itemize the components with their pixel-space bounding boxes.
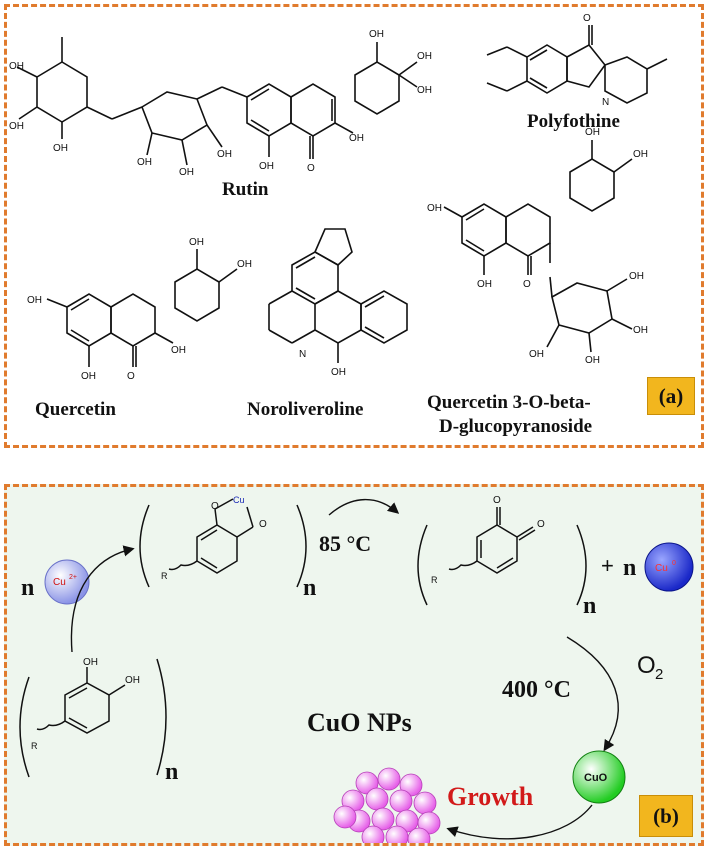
temperature-85: 85 °C: [319, 531, 371, 556]
atom-label: O: [583, 13, 591, 24]
atom-label: OH: [9, 121, 24, 132]
rutin-label: Rutin: [222, 179, 269, 200]
atom-label: OH: [633, 325, 648, 336]
complex-o-label: O: [211, 501, 219, 512]
cuo-nps-label: CuO NPs: [307, 708, 412, 737]
plus-sign: +: [601, 553, 614, 578]
complex-cu-label: Cu: [233, 495, 245, 505]
quinone-polymer: [417, 507, 587, 606]
atom-label: OH: [81, 371, 96, 382]
cuo-nanoparticle-cluster: [333, 767, 441, 843]
panel-b-mechanism: n Cu 2+ O O Cu R n 85 °C: [4, 484, 704, 846]
stoich-n: n: [21, 575, 34, 601]
quercetin-structure: [46, 249, 238, 367]
atom-label: OH: [369, 29, 384, 40]
atom-label: O: [523, 279, 531, 290]
stoich-n: n: [165, 759, 178, 785]
atom-label: OH: [27, 295, 42, 306]
cu-catechol-complex: [139, 498, 307, 588]
calcination-arrow: [566, 636, 619, 752]
quercetin-glucoside-structure: [443, 140, 633, 353]
atom-label: OH: [189, 237, 204, 248]
atom-label: OH: [477, 279, 492, 290]
r-group-label: R: [31, 741, 38, 751]
catechol-polymer: [19, 658, 167, 778]
atom-label: OH: [633, 149, 648, 160]
cu2-charge: 2+: [69, 574, 77, 581]
r-group-label: R: [161, 571, 168, 581]
atom-label: OH: [629, 271, 644, 282]
cu0-sphere: [644, 542, 694, 592]
atom-label: OH: [585, 355, 600, 366]
atom-label: OH: [137, 157, 152, 168]
quinone-o-label: O: [537, 519, 545, 530]
atom-label: OH: [53, 143, 68, 154]
atom-label: N: [602, 97, 609, 108]
atom-label: OH: [331, 367, 346, 378]
stoich-n: n: [583, 593, 596, 619]
atom-label: N: [299, 349, 306, 360]
cu0-charge: 0: [672, 560, 676, 567]
heating-arrow: [328, 498, 400, 516]
quercetin-glucoside-label-line2: D-glucopyranoside: [439, 416, 593, 437]
cu2-ion-sphere: [44, 559, 90, 605]
temperature-400: 400 °C: [502, 677, 571, 703]
mechanism-scheme: n Cu 2+ O O Cu R n 85 °C: [19, 495, 694, 843]
cuo-sphere: [572, 750, 626, 804]
oxygen-subscript: 2: [655, 666, 663, 683]
complex-o-label: O: [259, 519, 267, 530]
atom-label: O: [127, 371, 135, 382]
stoich-n: n: [303, 575, 316, 601]
quinone-o-label: O: [493, 495, 501, 506]
atom-label: OH: [259, 161, 274, 172]
panel-a-tag: (a): [647, 377, 695, 415]
oxygen-label: O: [637, 652, 656, 679]
noroliveroline-structure: [268, 228, 408, 363]
atom-label: OH: [9, 61, 24, 72]
panel-b-tag: (b): [639, 795, 693, 837]
quercetin-glucoside-label-line1: Quercetin 3-O-beta-: [427, 392, 591, 413]
atom-label: O: [307, 163, 315, 174]
growth-label: Growth: [447, 782, 534, 811]
noroliveroline-label: Noroliveroline: [247, 399, 364, 420]
cuo-sphere-label: CuO: [584, 772, 608, 784]
panel-a-compounds: OH OH OH OH OH OH OH OH OH OH OH O O N O…: [4, 4, 704, 448]
atom-label: OH: [217, 149, 232, 160]
atom-label: OH: [349, 133, 364, 144]
hydroxyl-label: OH: [83, 657, 98, 668]
polyfothine-label: Polyfothine: [527, 111, 620, 132]
atom-label: OH: [237, 259, 252, 270]
chelation-arrow: [70, 545, 135, 653]
polyfothine-structure: [486, 25, 668, 104]
quercetin-label: Quercetin: [35, 399, 116, 420]
cu2-label: Cu: [53, 577, 66, 588]
hydroxyl-label: OH: [125, 675, 140, 686]
atom-label: OH: [179, 167, 194, 178]
compound-structures: OH OH OH OH OH OH OH OH OH OH OH O O N O…: [9, 13, 668, 382]
atom-label: OH: [417, 85, 432, 96]
stoich-n: n: [623, 555, 636, 581]
growth-arrow: [446, 804, 593, 840]
atom-label: OH: [427, 203, 442, 214]
rutin-structure: [16, 37, 418, 166]
atom-label: OH: [585, 127, 600, 138]
r-group-label: R: [431, 575, 438, 585]
atom-label: OH: [171, 345, 186, 356]
atom-label: OH: [529, 349, 544, 360]
cu0-label: Cu: [655, 563, 668, 574]
atom-label: OH: [417, 51, 432, 62]
